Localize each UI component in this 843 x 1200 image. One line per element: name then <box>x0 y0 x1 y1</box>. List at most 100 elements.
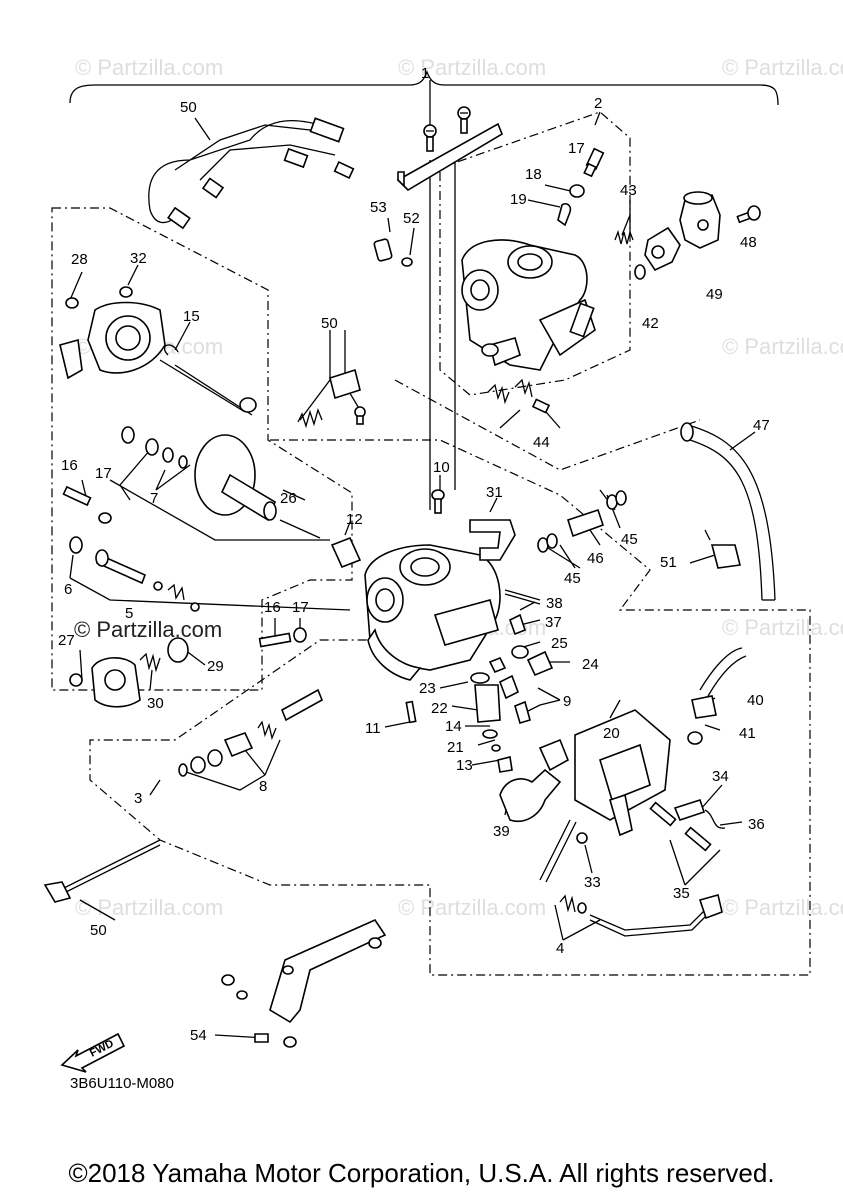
part-8-pilot <box>178 688 324 777</box>
main-carburetor <box>364 544 501 681</box>
part-43-spring-top <box>614 229 634 245</box>
watermark: © Partzilla.com <box>75 895 223 920</box>
callout-label: 17 <box>292 599 309 616</box>
callout-label: 8 <box>259 778 267 795</box>
callout-label: 51 <box>660 554 677 571</box>
part-38-rod <box>504 589 541 605</box>
part-31-bracket <box>469 519 516 561</box>
callout-label: 22 <box>431 700 448 717</box>
callout-label: 40 <box>747 692 764 709</box>
callout-label: 37 <box>545 614 562 631</box>
group-outline-top <box>439 111 631 396</box>
part-53-52 <box>373 238 413 267</box>
watermark: © Partzilla.com <box>722 334 843 359</box>
callout-label: 52 <box>403 210 420 227</box>
copyright-notice: ©2018 Yamaha Motor Corporation, U.S.A. A… <box>68 1158 775 1188</box>
callout-label: 23 <box>419 680 436 697</box>
part-33-link <box>539 819 588 883</box>
callout-label: 38 <box>546 595 563 612</box>
callout-label: 50 <box>321 315 338 332</box>
callout-label: 53 <box>370 199 387 216</box>
callout-label: 34 <box>712 768 729 785</box>
part-35-screws <box>649 801 712 852</box>
callout-label: 54 <box>190 1027 207 1044</box>
watermark: © Partzilla.com <box>75 55 223 80</box>
callout-label: 39 <box>493 823 510 840</box>
part-34-36 <box>673 798 726 829</box>
part-27-30-29 <box>69 637 189 708</box>
gasket-hole <box>651 245 665 259</box>
callout-label: 27 <box>58 632 75 649</box>
callout-label: 17 <box>568 140 585 157</box>
part-54-bracket <box>221 918 387 1048</box>
part-10-screw <box>431 489 445 514</box>
fwd-arrow: FWD <box>60 1032 126 1073</box>
callout-label: 13 <box>456 757 473 774</box>
callout-label: 29 <box>207 658 224 675</box>
parts-37-25-24 <box>509 613 554 677</box>
part-49-tps <box>679 191 721 249</box>
watermark: © Partzilla.com <box>398 55 546 80</box>
callout-label: 16 <box>264 599 281 616</box>
part-41-oring <box>687 731 703 745</box>
part-3-rod <box>43 839 161 903</box>
leader-lines <box>69 80 756 1039</box>
part-40-fitting <box>691 647 747 719</box>
callout-label: 18 <box>525 166 542 183</box>
callout-label: 12 <box>346 511 363 528</box>
callout-label: 31 <box>486 484 503 501</box>
callout-label: 45 <box>621 531 638 548</box>
part-45-46-seals <box>537 490 627 553</box>
diagram-code: 3B6U110-M080 <box>70 1075 174 1092</box>
callout-label: 32 <box>130 250 147 267</box>
callout-label: 50 <box>90 922 107 939</box>
callout-label: 4 <box>556 940 564 957</box>
part-17-top <box>583 147 605 178</box>
callout-label: 25 <box>551 635 568 652</box>
part-18-top <box>569 184 585 198</box>
watermark-prominent: © Partzilla.com <box>74 617 222 642</box>
part-42-oring <box>634 264 646 280</box>
part-26-diaphragm <box>194 434 321 539</box>
part-19 <box>557 203 572 227</box>
callout-label: 24 <box>582 656 599 673</box>
part-16-18-screw <box>62 485 112 524</box>
callout-label: 43 <box>620 182 637 199</box>
callout-label: 19 <box>510 191 527 208</box>
callout-label: 46 <box>587 550 604 567</box>
part-20-pump <box>574 709 671 837</box>
callout-label: 45 <box>564 570 581 587</box>
part-4-cable <box>559 894 723 937</box>
callout-label: 49 <box>706 286 723 303</box>
wire-harness <box>148 117 355 230</box>
callout-label: 15 <box>183 308 200 325</box>
callout-label: 2 <box>594 95 602 112</box>
callout-label: 10 <box>433 459 450 476</box>
upper-carburetor <box>461 239 596 371</box>
part-15-spring <box>159 344 257 416</box>
callout-label: 3 <box>134 790 142 807</box>
group-outline-main <box>89 439 811 976</box>
part-39-hose <box>499 738 570 822</box>
part-48-screw <box>736 205 761 224</box>
callout-label: 26 <box>280 490 297 507</box>
callout-label: 17 <box>95 465 112 482</box>
top-bracket <box>396 106 503 192</box>
group-outline-left <box>51 207 353 691</box>
callout-label: 28 <box>71 251 88 268</box>
part-9-jets <box>488 656 531 724</box>
part-12-sleeve <box>330 536 362 569</box>
watermark: © Partzilla.com <box>722 55 843 80</box>
callout-label: 20 <box>603 725 620 742</box>
callout-label: 6 <box>64 581 72 598</box>
part-43-mid <box>297 368 366 429</box>
part-51-clip <box>704 529 741 569</box>
callout-label: 5 <box>125 605 133 622</box>
callout-label: 36 <box>748 816 765 833</box>
part-44-springs <box>487 378 551 414</box>
part-18-7-seals <box>121 426 188 469</box>
assembly-brace <box>69 70 779 106</box>
watermark: © Partzilla.com <box>722 615 843 640</box>
callout-label: 14 <box>445 718 462 735</box>
